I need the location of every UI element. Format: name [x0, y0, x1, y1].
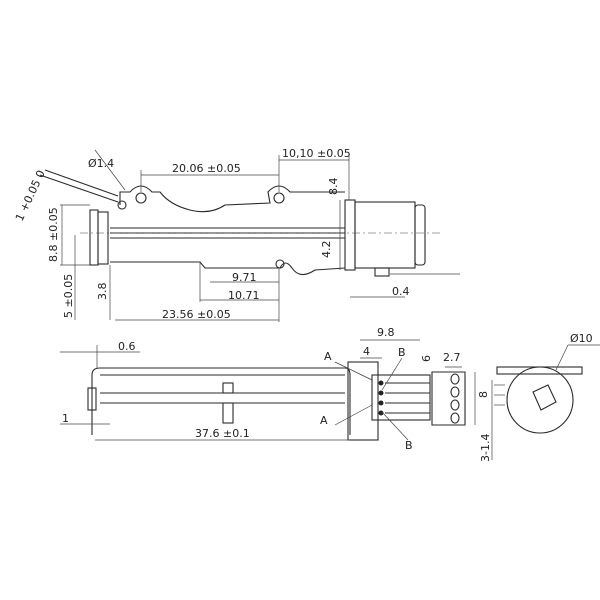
mount-hole [273, 192, 285, 204]
end-plate-inner [97, 211, 109, 265]
tilted-plate [44, 169, 119, 197]
motor-body [354, 201, 416, 269]
motor-end-circle [506, 366, 574, 434]
dim-hole-spec: 3-1.4 [479, 434, 492, 462]
motor-flange [344, 199, 356, 271]
top-view: Ø1.4 20.06 ±0.05 10,10 ±0.05 8.4 4.2 0.4… [13, 147, 460, 322]
pin-label-b1: B [398, 346, 406, 359]
dim-pad-height: 8 [477, 391, 490, 398]
dim-slot-a: 9.71 [232, 271, 257, 284]
mount-hole [135, 192, 147, 204]
tilted-plate [39, 174, 119, 203]
side-view: 0.6 1 37.6 ±0.1 9.8 4 6 2.7 8 3-1.4 Ø10 … [60, 326, 600, 462]
frame-body [91, 367, 351, 435]
shaft-flat [532, 384, 557, 411]
flex-pcb [431, 371, 466, 426]
dim-rod-offset: 5 ±0.05 [62, 274, 75, 318]
dim-frame-length: 23.56 ±0.05 [162, 308, 231, 321]
bracket-bottom [110, 261, 346, 276]
pin-dots [378, 380, 384, 416]
motor-side [347, 361, 379, 441]
dim-hole-tolerance: 1 +0.05 0 [13, 168, 48, 223]
dim-end-offset: 1 [62, 412, 69, 425]
slider-top [222, 382, 234, 394]
dim-frame-height: 8.8 ±0.05 [47, 207, 60, 262]
end-stop [87, 387, 97, 411]
dim-motor-upper: 8.4 [327, 178, 340, 196]
dim-motor-lower: 4.2 [320, 241, 333, 259]
dim-hole-diameter: Ø1.4 [88, 157, 114, 170]
dim-pin-width: 0.4 [392, 285, 410, 298]
motor-endcap [414, 204, 426, 266]
dim-hole-to-motor: 10,10 ±0.05 [282, 147, 351, 160]
dim-flex-gap: 6 [420, 355, 433, 362]
end-flange [496, 366, 583, 375]
dim-pad-width: 2.7 [443, 351, 461, 364]
dim-hole-pitch: 20.06 ±0.05 [172, 162, 241, 175]
end-plate [89, 209, 99, 266]
connector [371, 374, 431, 421]
dim-overall-length: 37.6 ±0.1 [195, 427, 250, 440]
dim-motor-diameter: Ø10 [570, 332, 593, 345]
pin-label-a1: A [324, 350, 332, 363]
dim-connector-width: 9.8 [377, 326, 395, 339]
pin-label-a2: A [320, 414, 328, 427]
dim-slot-b: 10.71 [228, 289, 260, 302]
slider-bottom [222, 402, 234, 424]
dim-connector-pitch: 4 [363, 345, 370, 358]
dim-plate-offset: 3.8 [96, 283, 109, 301]
pivot-hole [117, 200, 127, 210]
bracket-outline [119, 185, 345, 213]
motor-pin [374, 267, 390, 277]
pin-label-b2: B [405, 439, 413, 452]
lower-hole [275, 259, 285, 269]
dim-plate-thickness: 0.6 [118, 340, 136, 353]
flex-pads [450, 373, 460, 424]
